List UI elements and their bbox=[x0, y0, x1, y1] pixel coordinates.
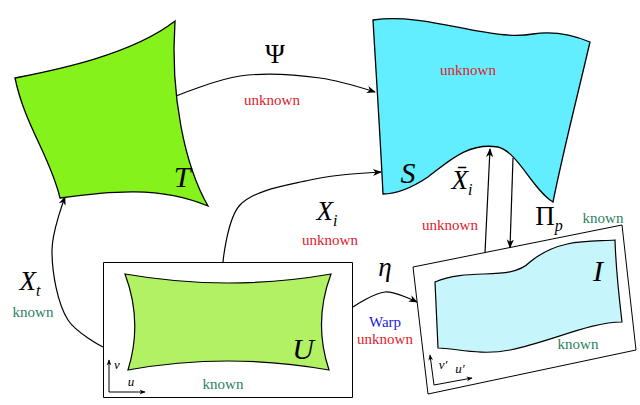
edge-label: Xi bbox=[317, 197, 338, 230]
status-text: known bbox=[203, 376, 244, 393]
edge-label: Xt bbox=[20, 267, 41, 300]
axis-line bbox=[109, 392, 145, 393]
surface-s: unknownS bbox=[368, 12, 593, 204]
shape-path bbox=[125, 274, 331, 370]
axis-line bbox=[430, 355, 434, 385]
status-text: unknown bbox=[422, 217, 478, 234]
projection-arrow bbox=[510, 158, 513, 248]
status-text: unknown bbox=[302, 232, 358, 249]
axis-line bbox=[434, 378, 472, 385]
mapping-arrow bbox=[52, 197, 103, 347]
shape-path bbox=[435, 240, 622, 352]
surface-symbol: S bbox=[401, 156, 416, 189]
status-text: known bbox=[13, 304, 54, 321]
edge-label: X̄i bbox=[452, 166, 473, 199]
mapping-arrow bbox=[485, 149, 490, 253]
axis-label: u bbox=[128, 375, 135, 389]
domain-symbol: U bbox=[292, 332, 314, 365]
status-text: known bbox=[558, 336, 599, 353]
image-frame: Iknown u′ v′ bbox=[410, 222, 638, 398]
axis-label: v bbox=[114, 358, 120, 372]
status-text: unknown bbox=[357, 331, 413, 348]
status-text: unknown bbox=[440, 62, 496, 79]
warp-text: Warp bbox=[369, 314, 401, 331]
image-frame: Uknown uv bbox=[103, 262, 353, 398]
edge-label: Πp bbox=[535, 202, 563, 235]
edge-label: η bbox=[378, 253, 391, 283]
status-text: unknown bbox=[244, 92, 300, 109]
shape-path bbox=[413, 225, 636, 394]
axis-line bbox=[109, 360, 110, 392]
shape-path bbox=[373, 19, 590, 202]
status-text: known bbox=[583, 210, 624, 227]
axis-label: u′ bbox=[455, 362, 464, 376]
shape-path bbox=[15, 21, 208, 206]
edge-label: Ψ bbox=[265, 40, 285, 70]
shape-path bbox=[104, 263, 353, 398]
surface-symbol: T bbox=[174, 160, 191, 193]
mapping-arrow bbox=[223, 172, 381, 262]
axis-label: v′ bbox=[439, 358, 448, 372]
warp-arrow bbox=[353, 292, 417, 307]
surface-t: T bbox=[10, 16, 215, 211]
image-symbol: I bbox=[593, 254, 603, 287]
